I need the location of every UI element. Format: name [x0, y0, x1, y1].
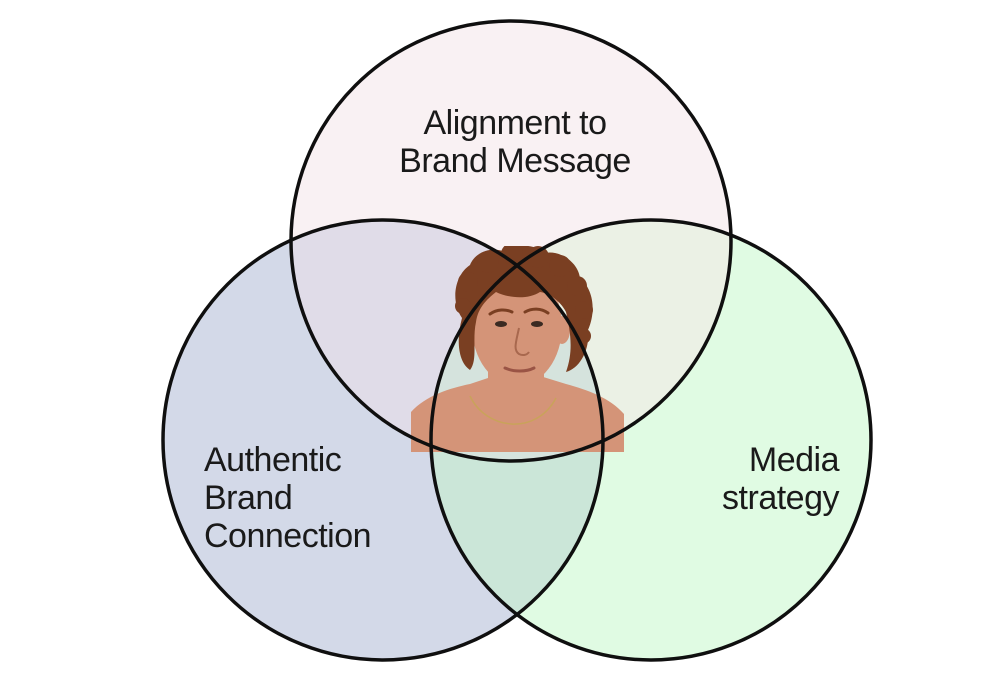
label-line: Brand: [204, 479, 293, 517]
label-line: Alignment to: [423, 104, 608, 142]
label-line: Connection: [204, 517, 372, 555]
label-authentic-brand-connection: Authentic Brand Connection: [204, 441, 372, 555]
label-line: strategy: [722, 479, 839, 517]
label-alignment-to-brand-message: Alignment to Brand Message: [345, 104, 685, 180]
label-line: Authentic: [204, 441, 342, 479]
circle-media-outline: [429, 218, 873, 662]
venn-outlines: [161, 19, 873, 662]
label-line: Brand Message: [399, 142, 631, 180]
center-portrait-photo: [411, 246, 624, 452]
label-line: Media: [748, 441, 840, 479]
label-media-strategy: Media strategy: [722, 441, 839, 517]
circle-authentic-outline: [161, 218, 605, 662]
